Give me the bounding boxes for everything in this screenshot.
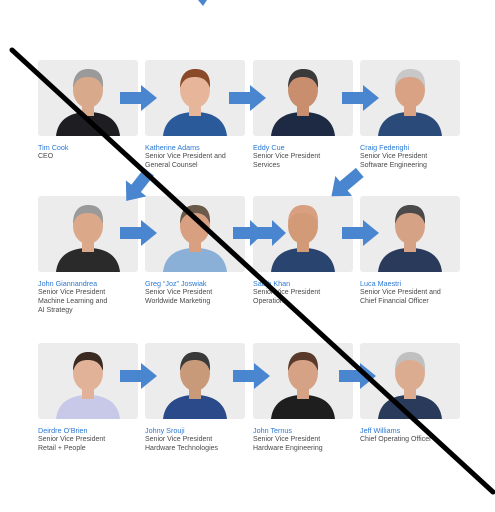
arrow-down-left bbox=[331, 167, 364, 197]
person-card[interactable]: Sabih Khan Senior Vice President Operati… bbox=[253, 196, 353, 306]
person-name[interactable]: Jeff Williams bbox=[360, 426, 401, 435]
arrow-right bbox=[342, 220, 379, 246]
person-name[interactable]: Deirdre O’Brien bbox=[38, 426, 88, 435]
person-name[interactable]: Tim Cook bbox=[38, 143, 69, 152]
person-name[interactable]: Sabih Khan bbox=[253, 279, 291, 288]
person-card[interactable]: Eddy Cue Senior Vice President Services bbox=[253, 60, 353, 170]
arrow-right bbox=[233, 363, 270, 389]
person-name[interactable]: John Giannandrea bbox=[38, 279, 98, 288]
person-card[interactable]: Greg “Joz” Joswiak Senior Vice President… bbox=[145, 196, 245, 306]
person-title: Senior Vice President Hardware Technolog… bbox=[145, 436, 219, 452]
person-title: Senior Vice President Operations bbox=[253, 289, 321, 305]
person-card[interactable]: Jeff Williams Chief Operating Officer bbox=[360, 343, 460, 444]
arrow-right bbox=[229, 85, 266, 111]
person-name[interactable]: Johny Srouji bbox=[145, 426, 185, 435]
person-name[interactable]: Luca Maestri bbox=[360, 279, 402, 288]
person-title: Senior Vice President Machine Learning a… bbox=[38, 289, 108, 314]
arrow-down-left bbox=[125, 168, 154, 201]
person-title: Senior Vice President Software Engineeri… bbox=[360, 153, 428, 169]
person-card[interactable]: John Ternus Senior Vice President Hardwa… bbox=[253, 343, 353, 453]
arrow-right bbox=[342, 85, 379, 111]
portrait-silhouette bbox=[271, 69, 335, 136]
person-card[interactable]: Deirdre O’Brien Senior Vice President Re… bbox=[38, 343, 138, 453]
person-name[interactable]: John Ternus bbox=[253, 426, 293, 435]
person-name[interactable]: Katherine Adams bbox=[145, 143, 200, 152]
portrait-silhouette bbox=[163, 352, 227, 419]
arrow-right bbox=[120, 220, 157, 246]
person-card[interactable]: Craig Federighi Senior Vice President So… bbox=[360, 60, 460, 170]
arrow-double-right bbox=[233, 220, 286, 246]
portrait-silhouette bbox=[163, 205, 227, 272]
person-title: Senior Vice President Worldwide Marketin… bbox=[145, 289, 213, 305]
person-card[interactable]: Luca Maestri Senior Vice President and C… bbox=[360, 196, 460, 306]
portrait-photo bbox=[145, 343, 245, 419]
person-name[interactable]: Greg “Joz” Joswiak bbox=[145, 279, 207, 288]
person-card[interactable]: Johny Srouji Senior Vice President Hardw… bbox=[145, 343, 245, 453]
arrow-right bbox=[120, 363, 157, 389]
person-title: Senior Vice President and Chief Financia… bbox=[360, 289, 441, 305]
person-title: Senior Vice President and General Counse… bbox=[145, 153, 226, 169]
person-card[interactable]: Katherine Adams Senior Vice President an… bbox=[145, 60, 245, 170]
arrow-right bbox=[339, 363, 376, 389]
arrow-top-partial bbox=[198, 0, 207, 6]
person-title: Chief Operating Officer bbox=[360, 436, 432, 443]
person-name[interactable]: Craig Federighi bbox=[360, 143, 410, 152]
portrait-photo bbox=[145, 196, 245, 272]
person-title: Senior Vice President Hardware Engineeri… bbox=[253, 436, 323, 452]
portrait-photo bbox=[253, 60, 353, 136]
person-title: CEO bbox=[38, 153, 54, 160]
person-name[interactable]: Eddy Cue bbox=[253, 143, 285, 152]
person-card[interactable]: John Giannandrea Senior Vice President M… bbox=[38, 196, 138, 315]
arrow-right bbox=[120, 85, 157, 111]
person-title: Senior Vice President Retail + People bbox=[38, 436, 106, 452]
